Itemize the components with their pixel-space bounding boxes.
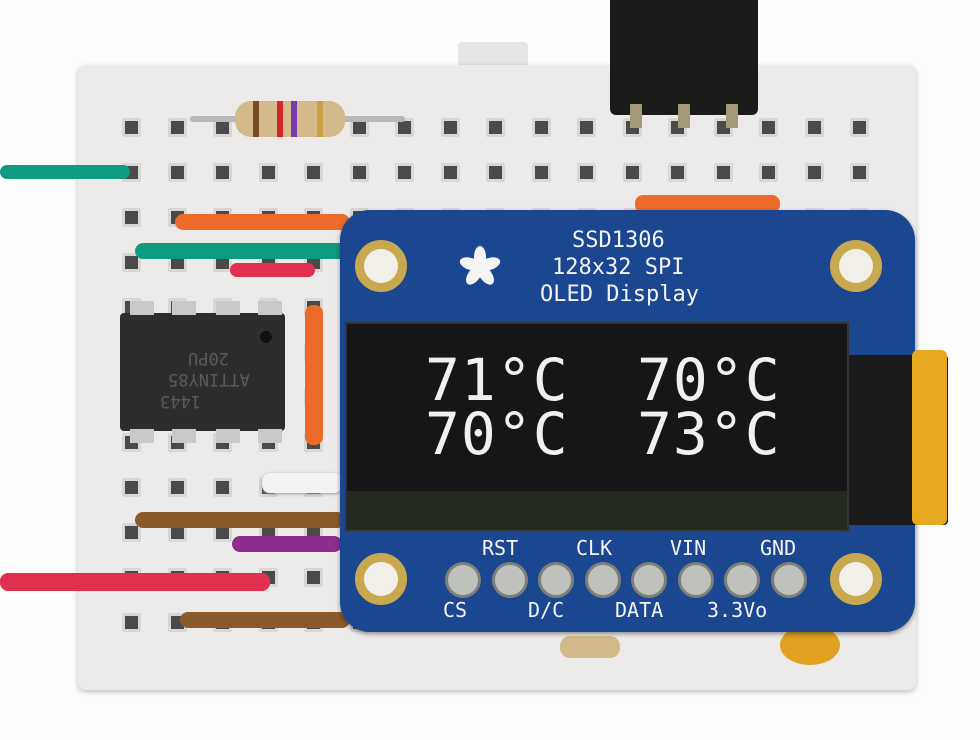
breadboard-hole [440, 118, 460, 137]
solder-pin [538, 562, 574, 598]
breadboard-hole [440, 163, 460, 182]
solder-pin [677, 562, 714, 598]
brown-wire [180, 612, 350, 628]
adafruit-flower-icon [459, 246, 501, 285]
attiny85-chip: 20PU ATTINY85 1443 [120, 301, 285, 443]
breadboard-hole [122, 478, 141, 497]
breadboard-hole [713, 163, 733, 182]
mounting-hole [830, 240, 882, 292]
breadboard-hole [395, 163, 414, 182]
red-wire [230, 263, 315, 277]
solder-pin [631, 562, 667, 598]
oled-screen: 71°C 70°C 70°C 73°C [345, 322, 849, 531]
temperature-reading: 70°C [637, 346, 781, 414]
board-subtitle: 128x32 SPI [552, 255, 685, 280]
breadboard-hole [213, 478, 232, 497]
jumper-header [610, 0, 758, 128]
solder-pin [584, 562, 621, 598]
solder-pin [724, 562, 760, 598]
breadboard-hole [577, 118, 596, 137]
solder-pin [491, 562, 528, 598]
resistor [235, 101, 345, 137]
breadboard-hole [349, 163, 369, 182]
chip-label: ATTINY85 [168, 369, 250, 389]
kapton-tape [912, 350, 947, 525]
board-title: SSD1306 [572, 228, 665, 253]
breadboard-hole [122, 118, 141, 137]
brown-wire [135, 512, 345, 528]
breadboard-hole [622, 163, 642, 182]
solder-pin [445, 562, 481, 598]
temperature-reading: 73°C [637, 400, 781, 468]
breadboard-hole [167, 118, 187, 137]
breadboard-hole [804, 163, 824, 182]
screen-glass-edge [347, 491, 847, 529]
breadboard-hole [122, 523, 141, 542]
header-pin [726, 104, 738, 128]
purple-wire [232, 536, 342, 552]
breadboard-hole [167, 163, 187, 182]
pin-label-3v3: 3.3Vo [707, 598, 768, 622]
breadboard-hole [759, 118, 778, 137]
breadboard-hole [122, 253, 141, 272]
pin-label-clk: CLK [576, 536, 613, 560]
pin-label-rst: RST [482, 536, 519, 560]
header-pin [678, 104, 690, 128]
breadboard-hole [486, 118, 505, 137]
header-pin [630, 104, 642, 128]
teal-wire [135, 243, 350, 259]
resistor [560, 636, 620, 658]
breadboard-hole [213, 163, 232, 182]
breadboard-hole [167, 478, 187, 497]
pin-label-data: DATA [615, 598, 664, 622]
temperature-reading: 71°C [425, 346, 569, 414]
mounting-hole [355, 240, 407, 292]
solder-pin [770, 562, 807, 598]
chip-label: 20PU [188, 348, 229, 368]
breadboard-hole [531, 163, 551, 182]
mounting-hole [830, 553, 882, 605]
breadboard-hole [577, 163, 596, 182]
breadboard-hole [304, 568, 323, 587]
breadboard-tab [458, 42, 528, 68]
pin-label-dc: D/C [528, 598, 565, 622]
red-wire [0, 573, 270, 591]
breadboard-hole [759, 163, 778, 182]
breadboard-hole [531, 118, 551, 137]
mounting-hole [355, 553, 407, 605]
board-subtitle: OLED Display [540, 282, 699, 307]
breadboard-hole [122, 613, 141, 632]
pin-label-cs: CS [443, 598, 468, 622]
breadboard-hole [850, 163, 869, 182]
breadboard-hole [304, 163, 323, 182]
breadboard-hole [850, 118, 869, 137]
orange-wire [305, 305, 323, 445]
pin-label-vin: VIN [670, 536, 707, 560]
pin-label-gnd: GND [760, 536, 797, 560]
temperature-reading: 70°C [425, 400, 569, 468]
orange-wire [635, 195, 780, 213]
breadboard-hole [122, 208, 141, 227]
breadboard-hole [804, 118, 824, 137]
teal-wire [0, 165, 130, 179]
chip-label: 1443 [160, 391, 201, 411]
breadboard-hole [258, 163, 278, 182]
orange-wire [175, 214, 350, 230]
breadboard-hole [486, 163, 505, 182]
breadboard-hole [668, 163, 687, 182]
white-wire [262, 473, 342, 493]
